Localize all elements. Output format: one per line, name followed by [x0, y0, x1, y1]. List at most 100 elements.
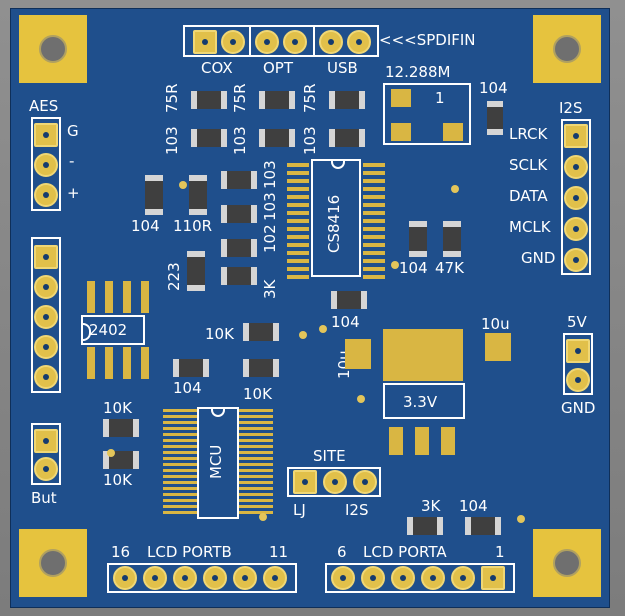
lcd-porta-right-num: 1 [495, 543, 505, 561]
aes-label: AES [29, 97, 59, 115]
cap-223 [187, 251, 205, 291]
cap-103-b-label: 103 [231, 126, 249, 155]
rec-res-d [221, 267, 257, 285]
aes-pin-g: G [67, 122, 79, 140]
eeprom-pads-bottom [87, 347, 149, 379]
cs8416-pads-right [363, 163, 385, 279]
res-110r-label: 110R [173, 217, 213, 235]
regulator-tab [383, 329, 463, 381]
cap-104-below-receiver [331, 291, 367, 309]
regulator-pin-2 [415, 427, 429, 455]
res-47k-right [443, 221, 461, 257]
cap-104-left [145, 175, 163, 215]
cap-103-b [259, 129, 295, 147]
res-75r-a [191, 91, 227, 109]
spdifin-label: <<<SPDIFIN [379, 31, 476, 49]
opt-label: OPT [263, 59, 294, 77]
left-5pin-header [31, 237, 61, 393]
eeprom-label: 2402 [89, 321, 128, 339]
lcd-portb-header [107, 563, 297, 593]
mcu-label: MCU [207, 444, 225, 479]
cap-104-right-label: 104 [399, 259, 428, 277]
lcd-porta-label: LCD PORTA [363, 543, 447, 561]
i2s-gnd: GND [521, 249, 556, 267]
cap-104-right [409, 221, 427, 257]
via [451, 185, 459, 193]
i2s-title: I2S [559, 99, 583, 117]
i2s-mclk: MCLK [509, 218, 551, 236]
mounting-pad-top-left [19, 15, 87, 83]
site-jumper [287, 467, 381, 497]
rec-side-3k: 3K [261, 279, 279, 299]
res-10k-c-label: 10K [103, 399, 132, 417]
via [517, 515, 525, 523]
i2s-data: DATA [509, 187, 548, 205]
crystal-outline [383, 83, 471, 145]
site-title: SITE [313, 447, 346, 465]
res-10k-a [243, 323, 279, 341]
mounting-pad-bottom-left [19, 529, 87, 597]
rec-side-103a: 103 [261, 160, 279, 189]
res-10k-c [103, 419, 139, 437]
lcd-portb-left-num: 16 [111, 543, 131, 561]
aes-pin-plus: + [67, 184, 80, 202]
res-75r-c [329, 91, 365, 109]
power-5v-label: 5V [567, 313, 587, 331]
lcd-portb-label: LCD PORTB [147, 543, 232, 561]
site-lj-label: LJ [293, 501, 306, 519]
cap-103-c-label: 103 [301, 126, 319, 155]
cap-223-label: 223 [165, 262, 183, 291]
usb-label: USB [327, 59, 358, 77]
res-110r [189, 175, 207, 215]
pcb-board: <<<SPDIFIN COX OPT USB AES G - + But I2S… [10, 8, 610, 608]
res-10k-d-label: 10K [103, 471, 132, 489]
via [357, 395, 365, 403]
mounting-pad-bottom-right [533, 529, 601, 597]
via [259, 513, 267, 521]
cap-104-mcu-label: 104 [173, 379, 202, 397]
crystal-freq-label: 12.288M [385, 63, 451, 81]
aes-pin-minus: - [69, 152, 75, 170]
regulator-pin-3 [441, 427, 455, 455]
eeprom-pads-top [87, 281, 149, 313]
res-10k-b [243, 359, 279, 377]
lcd-porta-header [325, 563, 515, 593]
spdif-input-header [183, 25, 379, 57]
cap-103-c [329, 129, 365, 147]
cap-10u-a-pad [345, 339, 371, 369]
cap-104-below-receiver-label: 104 [331, 313, 360, 331]
regulator-outline [383, 383, 465, 419]
crystal-cap [487, 101, 503, 135]
mcu-chip [197, 407, 239, 519]
res-3k-label: 3K [421, 497, 441, 515]
eeprom-chip [81, 315, 145, 345]
res-75r-a-label: 75R [163, 83, 181, 113]
res-75r-b-label: 75R [231, 83, 249, 113]
cs8416-pads-left [287, 163, 309, 279]
res-3k [407, 517, 443, 535]
site-i2s-label: I2S [345, 501, 369, 519]
res-75r-c-label: 75R [301, 83, 319, 113]
power-header [563, 333, 593, 395]
i2s-lrck: LRCK [509, 125, 548, 143]
button-header [31, 423, 61, 485]
via [107, 449, 115, 457]
mounting-pad-top-right [533, 15, 601, 83]
i2s-sclk: SCLK [509, 156, 548, 174]
res-10k-b-label: 10K [243, 385, 272, 403]
crystal-pin1-label: 1 [435, 89, 445, 107]
res-75r-b [259, 91, 295, 109]
cap-103-a-label: 103 [163, 126, 181, 155]
regulator-pin-1 [389, 427, 403, 455]
rec-res-b [221, 205, 257, 223]
cap-10u-b-label: 10u [481, 315, 510, 333]
lcd-porta-left-num: 6 [337, 543, 347, 561]
via [319, 325, 327, 333]
cox-label: COX [201, 59, 233, 77]
via [299, 331, 307, 339]
cs8416-chip [311, 159, 361, 277]
lcd-portb-right-num: 11 [269, 543, 289, 561]
rec-side-103b: 103 [261, 192, 279, 221]
button-label: But [31, 489, 57, 507]
